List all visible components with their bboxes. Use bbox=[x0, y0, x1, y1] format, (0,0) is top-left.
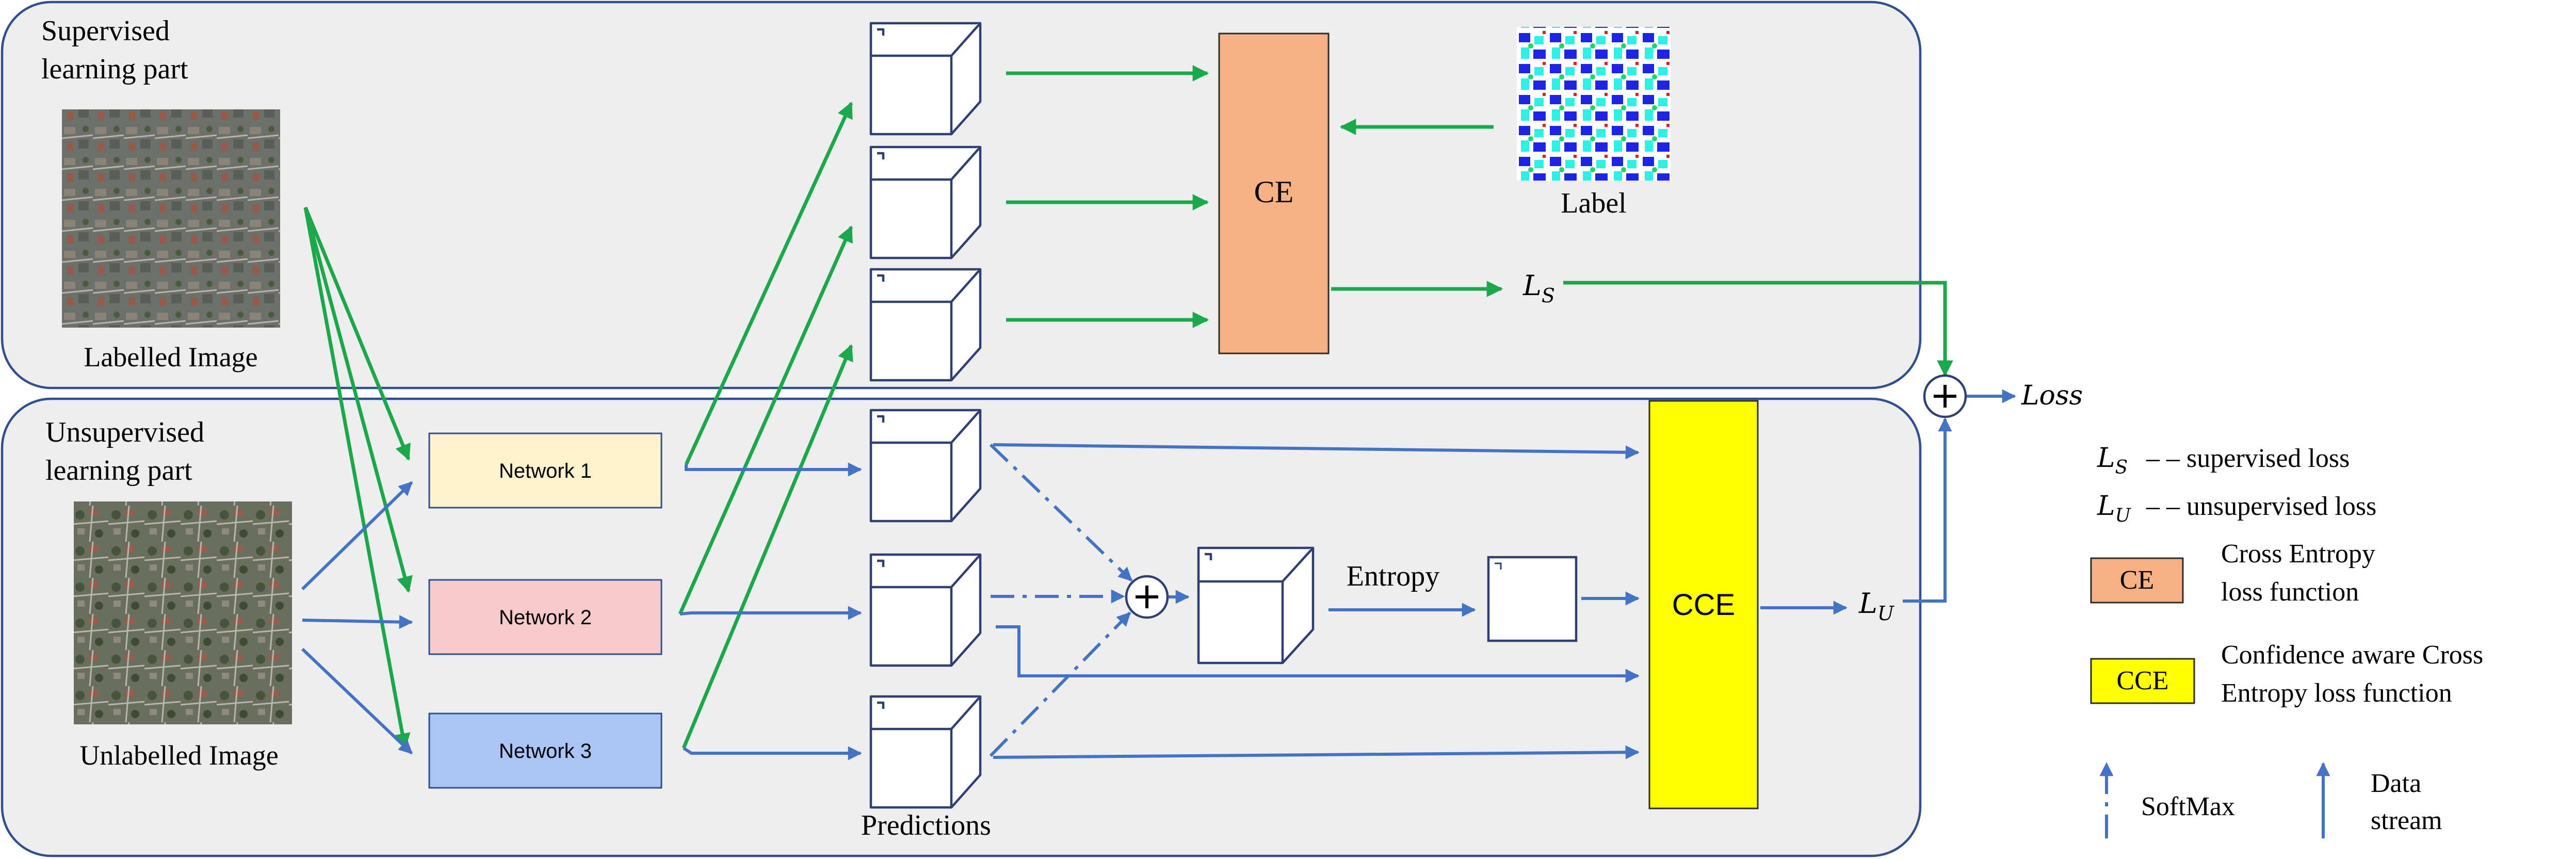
labelled-image bbox=[62, 109, 280, 328]
ensemble-plus-icon bbox=[1136, 586, 1158, 608]
legend-ls-desc: – – supervised loss bbox=[2146, 444, 2350, 473]
unsupervised-prediction-cube-1 bbox=[869, 409, 982, 523]
network-1-to-unsupervised-cube-arrow bbox=[685, 462, 862, 477]
label-image bbox=[1517, 27, 1671, 181]
predictions-label: Predictions bbox=[861, 809, 991, 841]
entropy-label: Entropy bbox=[1347, 560, 1439, 592]
cube-3-to-ensemble-softmax-arrow bbox=[989, 611, 1131, 757]
legend-cce-swatch bbox=[2090, 658, 2195, 704]
unsupervised-title-line1: Unsupervised bbox=[45, 416, 204, 448]
legend-ce-desc: Cross Entropy loss function bbox=[2221, 539, 2382, 607]
network-1-box bbox=[428, 432, 662, 509]
cce-block bbox=[1648, 400, 1759, 809]
unlabelled-image-caption: Unlabelled Image bbox=[79, 740, 278, 771]
unlabelled-to-network-1-arrow bbox=[301, 481, 413, 591]
ce-block bbox=[1218, 33, 1330, 354]
network-1-label: Network 1 bbox=[499, 460, 592, 482]
cube-1-to-cce-arrow bbox=[993, 443, 1640, 460]
network-2-to-supervised-cube-arrow bbox=[678, 225, 853, 615]
lu-to-sum-arrow bbox=[1903, 417, 1952, 603]
unsupervised-title: Unsupervised learning part bbox=[45, 416, 212, 487]
legend-ls-symbol: LS bbox=[2097, 443, 2128, 478]
legend-cce-label: CCE bbox=[2116, 666, 2168, 695]
legend-ce-swatch bbox=[2090, 557, 2184, 604]
unsupervised-prediction-cube-2 bbox=[869, 553, 982, 667]
network-3-to-supervised-cube-arrow bbox=[682, 344, 853, 749]
cube-3-to-cce-arrow bbox=[993, 745, 1640, 759]
labelled-to-network-2-arrow bbox=[303, 207, 413, 593]
supervised-title-line2: learning part bbox=[41, 53, 188, 85]
label-caption: Label bbox=[1561, 187, 1626, 219]
legend-lu-desc: – – unsupervised loss bbox=[2146, 492, 2376, 521]
legend-cce-desc: Confidence aware Cross Entropy loss func… bbox=[2221, 640, 2490, 708]
network-3-label: Network 3 bbox=[499, 740, 592, 763]
supervised-title: Supervised learning part bbox=[41, 15, 188, 85]
ce-block-label: CE bbox=[1254, 175, 1294, 209]
network-2-box bbox=[428, 579, 662, 655]
legend: LS – – supervised loss LU – – unsupervis… bbox=[2090, 443, 2490, 838]
unsupervised-prediction-cube-3 bbox=[869, 695, 982, 809]
ls-symbol: LS bbox=[1522, 269, 1555, 307]
entropy-map-corner bbox=[1495, 562, 1502, 570]
entropy-map bbox=[1487, 556, 1578, 642]
legend-ce-label: CE bbox=[2120, 565, 2154, 595]
cube-2-to-cce-arrow bbox=[996, 625, 1640, 683]
labelled-image-caption: Labelled Image bbox=[84, 342, 257, 372]
supervised-prediction-cube-2 bbox=[869, 145, 982, 260]
network-3-box bbox=[428, 712, 662, 789]
cube-1-to-ensemble-softmax-arrow bbox=[989, 443, 1133, 582]
supervised-title-line1: Supervised bbox=[41, 15, 170, 47]
supervised-prediction-cube-1 bbox=[869, 22, 982, 136]
loss-label: Loss bbox=[2021, 380, 2083, 411]
cce-block-label: CCE bbox=[1672, 588, 1735, 622]
network-3-to-unsupervised-cube-arrow bbox=[683, 746, 862, 760]
legend-lu-symbol: LU bbox=[2097, 491, 2132, 526]
labelled-to-network-1-arrow bbox=[303, 206, 411, 461]
ensemble-prediction-cube bbox=[1197, 546, 1315, 664]
supervised-prediction-cube-3 bbox=[869, 268, 982, 382]
network-2-label: Network 2 bbox=[499, 606, 592, 629]
lu-symbol: LU bbox=[1858, 587, 1895, 625]
network-1-to-supervised-cube-arrow bbox=[684, 102, 853, 465]
ls-to-sum-arrow bbox=[1563, 281, 1953, 377]
unlabelled-to-network-2-arrow bbox=[302, 615, 413, 629]
unsupervised-title-line2: learning part bbox=[45, 455, 192, 487]
legend-data-stream-label: Data stream bbox=[2371, 769, 2442, 835]
unlabelled-to-network-3-arrow bbox=[301, 647, 413, 755]
labelled-to-network-3-arrow bbox=[303, 207, 411, 750]
loss-plus-icon bbox=[1934, 385, 1956, 408]
unlabelled-image bbox=[74, 501, 292, 724]
legend-softmax-label: SoftMax bbox=[2141, 792, 2235, 821]
network-2-to-unsupervised-cube-arrow bbox=[679, 606, 862, 620]
